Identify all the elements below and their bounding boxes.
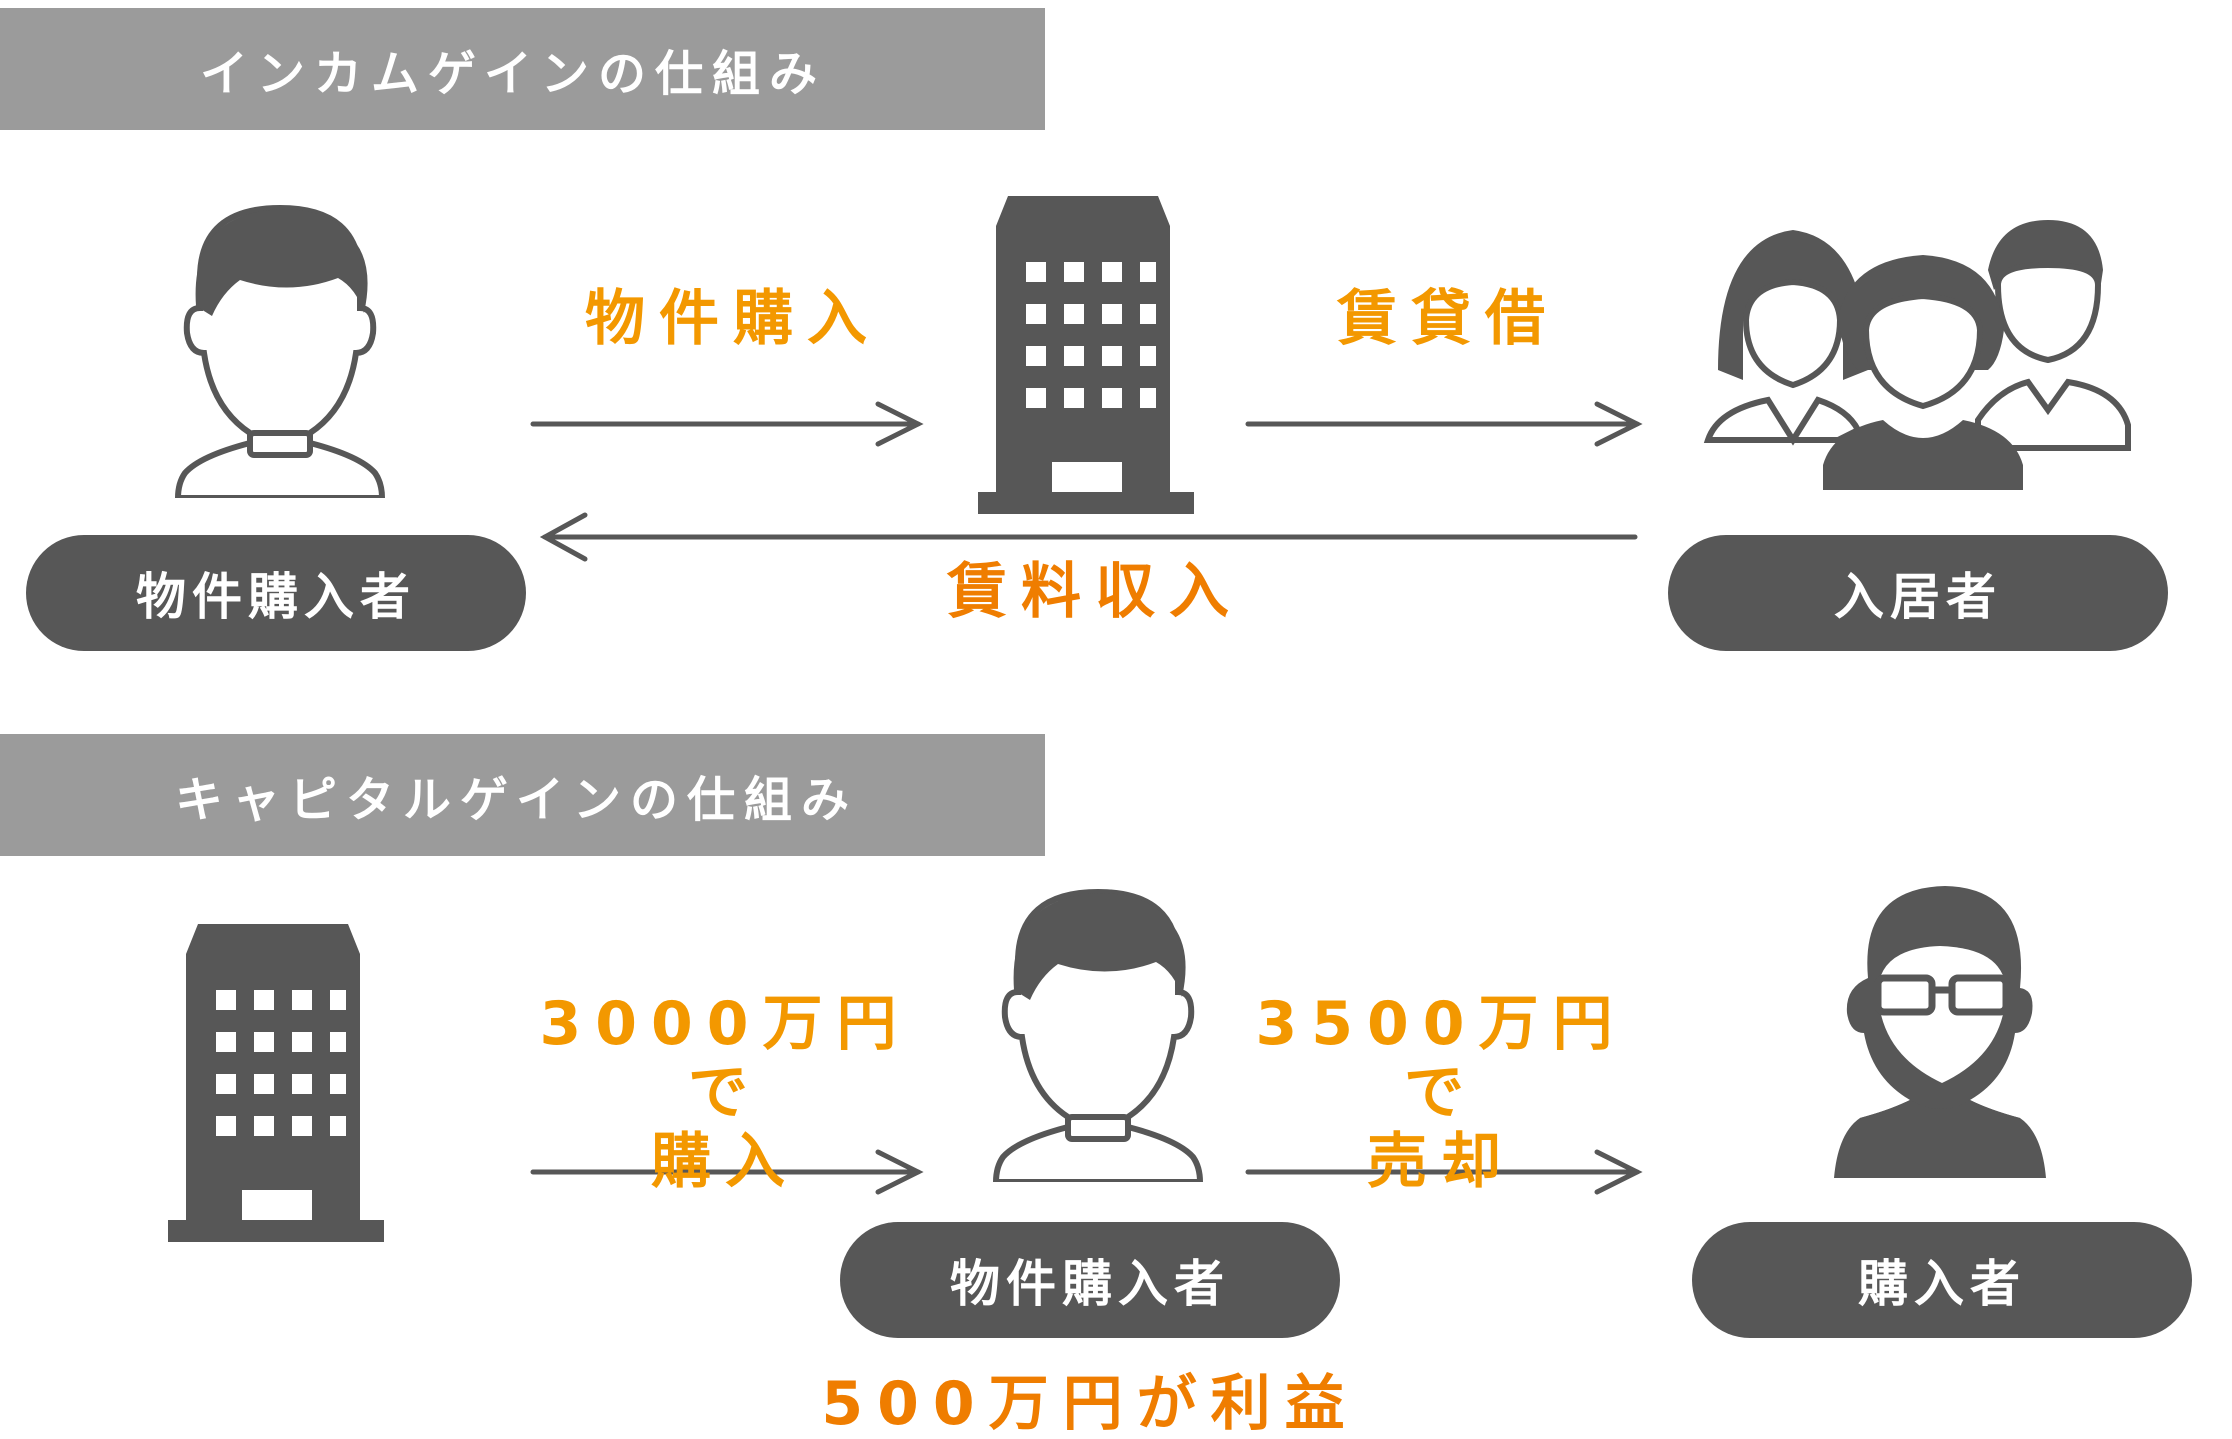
label-buy-line2: 購入 xyxy=(651,1127,799,1197)
arrow-rent-head xyxy=(539,512,588,562)
label-buy-line1: 3000万円で xyxy=(539,989,911,1128)
arrow-purchase-head xyxy=(875,401,924,447)
arrow-lease-head xyxy=(1594,401,1643,447)
label-sell-line1: 3500万円で xyxy=(1255,989,1627,1128)
label-property-purchase: 物件購入 xyxy=(585,284,881,354)
building-icon-2 xyxy=(168,924,384,1242)
label-buy-3000: 3000万円で 購入 xyxy=(520,990,930,1197)
buyer-person-icon-2 xyxy=(992,888,1204,1182)
arrow-sell-head xyxy=(1594,1149,1643,1195)
tenants-group-icon xyxy=(1703,220,2131,490)
building-icon xyxy=(978,196,1194,514)
pill-property-buyer: 物件購入者 xyxy=(26,535,526,651)
buyer-person-icon xyxy=(174,204,386,498)
capital-gain-header: キャピタルゲインの仕組み xyxy=(0,734,1045,856)
glasses xyxy=(1874,974,2010,1016)
label-sell-line2: 売却 xyxy=(1367,1127,1515,1197)
glasses-person-icon xyxy=(1834,886,2046,1178)
pill-property-buyer-2: 物件購入者 xyxy=(840,1222,1340,1338)
label-lease: 賃貸借 xyxy=(1337,284,1559,354)
pill-tenant: 入居者 xyxy=(1668,535,2168,651)
income-gain-header: インカムゲインの仕組み xyxy=(0,8,1045,130)
building-windows xyxy=(1026,262,1156,492)
label-sell-3500: 3500万円で 売却 xyxy=(1236,990,1646,1197)
label-rent-income: 賃料収入 xyxy=(947,557,1243,627)
pill-purchaser: 購入者 xyxy=(1692,1222,2192,1338)
arrow-buy-head xyxy=(875,1149,924,1195)
label-profit: 500万円が利益 xyxy=(821,1369,1359,1439)
